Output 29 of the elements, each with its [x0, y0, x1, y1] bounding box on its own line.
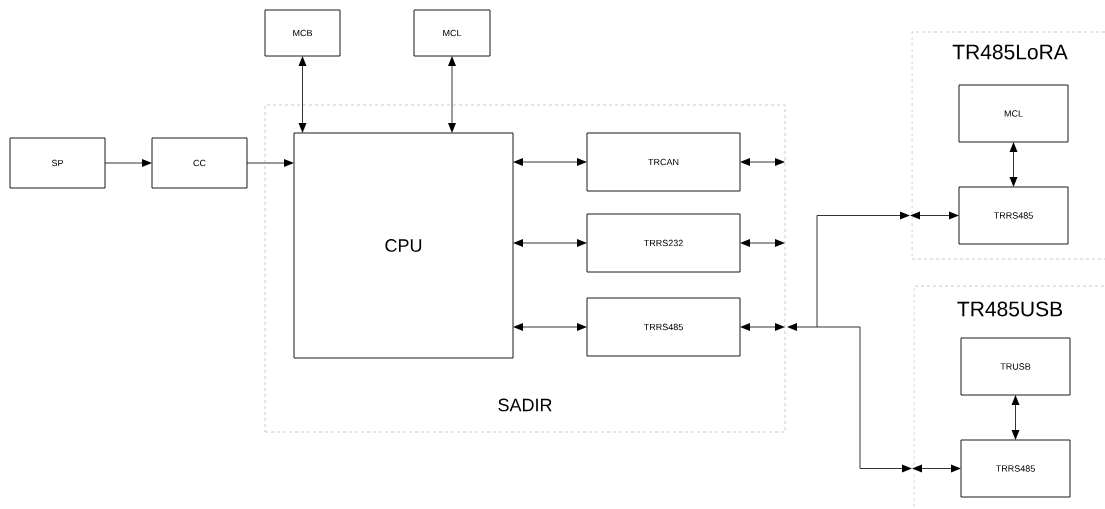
block-box: TRRS232 [586, 213, 741, 273]
block-box: SP [9, 137, 106, 189]
block-box: TRRS485 [960, 439, 1071, 498]
block-box: TRUSB [960, 337, 1071, 396]
block-box: MCL [958, 84, 1069, 143]
arrow [513, 158, 587, 166]
arrow [816, 326, 912, 473]
arrow [448, 56, 456, 133]
arrow [1009, 142, 1018, 187]
arrow [513, 239, 587, 247]
block-box: TRRS485 [586, 297, 741, 357]
block-box: TRCAN [586, 132, 741, 192]
block-box: TRRS485 [958, 186, 1069, 245]
block-box: MCB [264, 9, 341, 57]
arrow [910, 211, 959, 220]
arrow [787, 323, 818, 331]
arrow [740, 323, 785, 331]
block-box: MCL [413, 9, 491, 57]
arrow [104, 159, 152, 167]
arrow [740, 239, 785, 247]
arrow [1011, 395, 1020, 440]
arrow [246, 159, 294, 167]
arrow [912, 464, 961, 473]
block-box: CC [151, 137, 248, 189]
arrow [816, 211, 910, 328]
arrow [298, 56, 307, 133]
arrow [740, 158, 785, 166]
arrow [513, 323, 587, 331]
block-box: CPU [293, 132, 514, 359]
